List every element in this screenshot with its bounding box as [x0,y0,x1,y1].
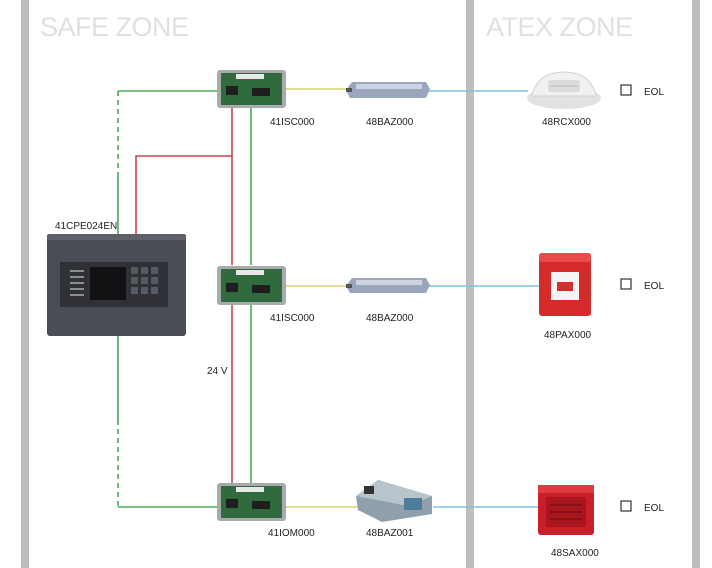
panel-label: 41CPE024EN [55,221,117,232]
barrier-1-label: 48BAZ000 [366,117,414,128]
power-label: 24 V [207,366,228,377]
loop-wiring [117,90,252,508]
eol-label-3: EOL [644,503,664,514]
module-3-label: 41IOM000 [268,528,315,539]
panel-leds [70,270,84,296]
panel-keypad [131,267,158,294]
atex-zone-title: ATEX ZONE [486,12,633,42]
smoke-detector [527,71,601,109]
module-1 [217,70,286,108]
device-2-label: 48PAX000 [544,330,592,341]
module-2 [217,266,286,305]
device-3-label: 48SAX000 [551,548,599,559]
power-wiring [135,107,233,483]
right-border [692,0,700,568]
eol-label-2: EOL [644,281,664,292]
barrier-2-label: 48BAZ000 [366,313,414,324]
sounder [538,485,594,535]
eol-box-3 [620,500,632,512]
module-1-label: 41ISC000 [270,117,315,128]
left-border [21,0,29,568]
barrier-1 [346,82,430,98]
barrier-2 [346,278,430,293]
module-2-label: 41ISC000 [270,313,315,324]
control-panel [47,234,186,336]
module-3 [217,483,286,521]
eol-label-1: EOL [644,87,664,98]
safe-zone-title: SAFE ZONE [40,12,189,42]
panel-display [90,267,126,300]
manual-call-point [539,253,591,316]
barrier-links [286,88,358,508]
atex-links [428,90,540,508]
eol-box-2 [620,278,632,290]
eol-box-1 [620,84,632,96]
barrier-3 [356,480,432,522]
device-1-label: 48RCX000 [542,117,591,128]
power-feed [135,155,232,234]
zone-divider [466,0,474,568]
barrier-3-label: 48BAZ001 [366,528,414,539]
